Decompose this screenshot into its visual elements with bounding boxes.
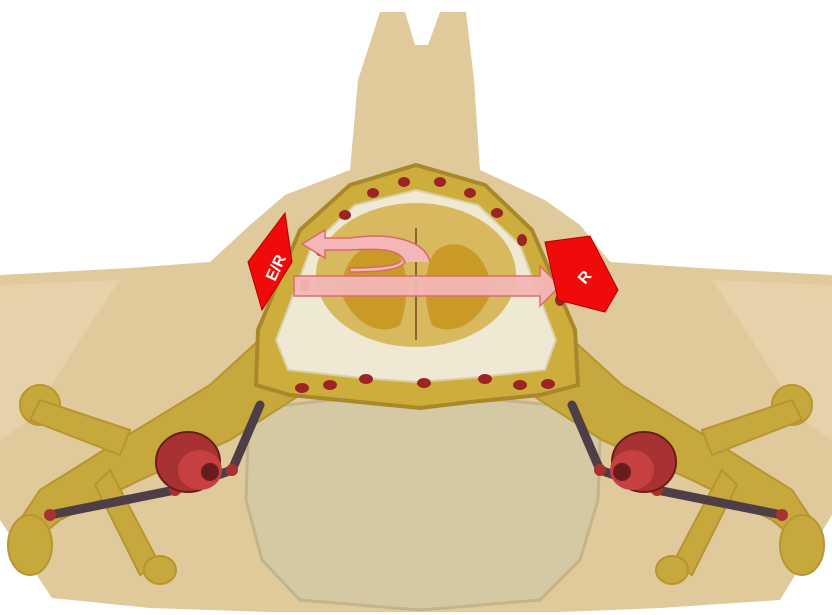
- spinal-cord: [316, 203, 516, 347]
- vertebral-body: [246, 400, 600, 610]
- vertebral-artery-right: [610, 432, 676, 492]
- vertebral-artery-left: [156, 432, 222, 492]
